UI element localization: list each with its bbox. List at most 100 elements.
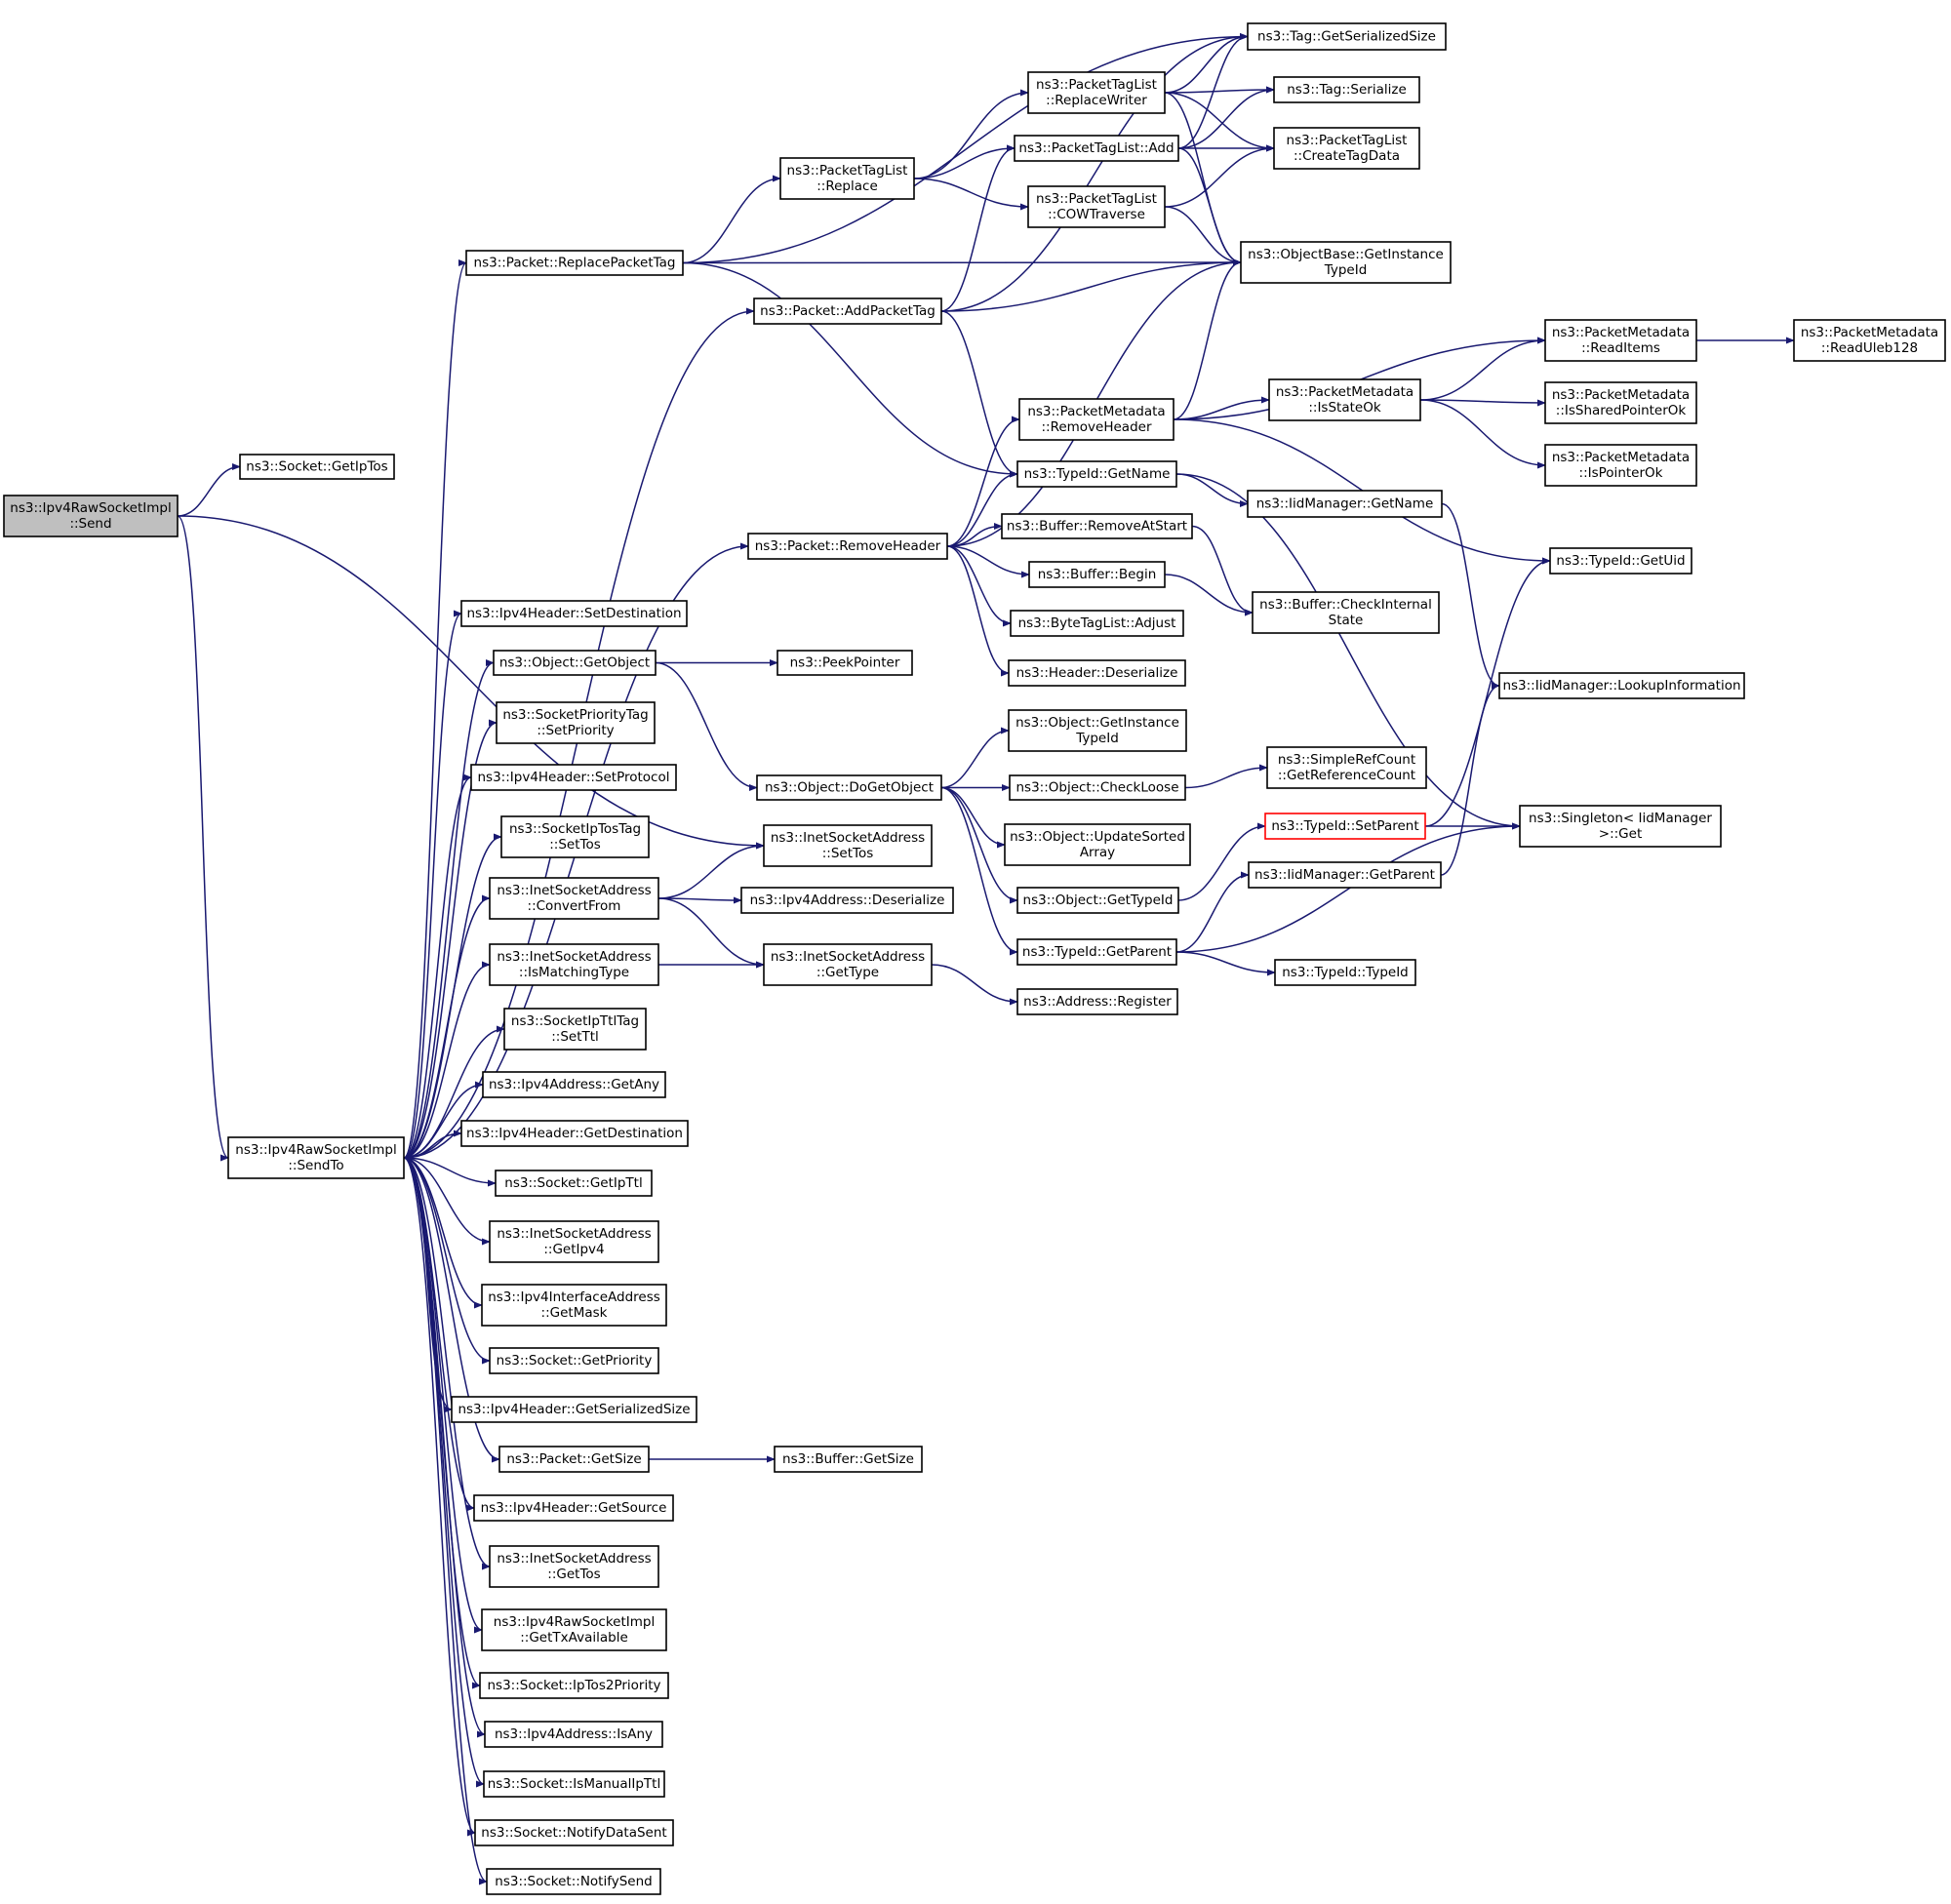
node-label: ns3::TypeId::SetParent [1271, 818, 1418, 834]
node-pm-isstateok[interactable]: ns3::PacketMetadata::IsStateOk [1268, 378, 1421, 421]
node-sock-ismanualipttl[interactable]: ns3::Socket::IsManualIpTtl [483, 1770, 665, 1798]
node-removeheader-pkt[interactable]: ns3::Packet::RemoveHeader [747, 533, 948, 560]
node-obj-dogetobject[interactable]: ns3::Object::DoGetObject [756, 774, 942, 801]
node-sendto[interactable]: ns3::Ipv4RawSocketImpl::SendTo [227, 1136, 405, 1179]
node-box [763, 943, 933, 986]
node-sockiptos-settos[interactable]: ns3::SocketIpTosTag::SetTos [500, 815, 650, 858]
node-singleton-get[interactable]: ns3::Singleton< IidManager>::Get [1519, 805, 1722, 848]
node-box [1027, 185, 1166, 228]
node-obj-gettypeid[interactable]: ns3::Object::GetTypeId [1016, 887, 1179, 914]
edge-ptl-add-to-tag-serialize [1177, 86, 1275, 149]
node-typeid-setparent[interactable]: ns3::TypeId::SetParent [1264, 813, 1426, 840]
node-pm-removeheader[interactable]: ns3::PacketMetadata::RemoveHeader [1018, 398, 1175, 441]
node-ipv4h-getsource[interactable]: ns3::Ipv4Header::GetSource [473, 1494, 674, 1522]
node-box [451, 1396, 697, 1423]
node-raw-gettxavail[interactable]: ns3::Ipv4RawSocketImpl::GetTxAvailable [481, 1608, 667, 1651]
node-sock-getipttl[interactable]: ns3::Socket::GetIpTtl [495, 1170, 653, 1197]
node-buf-removeatstart[interactable]: ns3::Buffer::RemoveAtStart [1001, 513, 1193, 539]
node-header-deserialize[interactable]: ns3::Header::Deserialize [1008, 659, 1186, 687]
node-inet-convertfrom[interactable]: ns3::InetSocketAddress::ConvertFrom [489, 877, 659, 920]
node-tag-serialize[interactable]: ns3::Tag::Serialize [1273, 76, 1420, 103]
edge-ptl-replacewriter-to-tag-getsersize [1164, 32, 1249, 94]
node-typeid-getuid[interactable]: ns3::TypeId::GetUid [1549, 547, 1692, 575]
node-box [1001, 513, 1193, 539]
node-obj-getobject[interactable]: ns3::Object::GetObject [493, 650, 657, 676]
node-ipv4a-deserialize[interactable]: ns3::Ipv4Address::Deserialize [740, 887, 954, 914]
node-buf-getsize[interactable]: ns3::Buffer::GetSize [774, 1446, 923, 1473]
node-getiptos[interactable]: ns3::Socket::GetIpTos [239, 454, 395, 480]
node-box [483, 1770, 665, 1798]
node-label: ::CreateTagData [1294, 148, 1400, 164]
node-obj-checkloose[interactable]: ns3::Object::CheckLoose [1009, 774, 1186, 801]
node-ipv4h-setproto[interactable]: ns3::Ipv4Header::SetProtocol [470, 764, 677, 791]
node-peekpointer[interactable]: ns3::PeekPointer [776, 650, 913, 676]
node-box [486, 1868, 661, 1895]
node-typeid-getname[interactable]: ns3::TypeId::GetName [1016, 460, 1177, 488]
node-sock-getprio[interactable]: ns3::Socket::GetPriority [489, 1347, 659, 1374]
node-typeid-getparent[interactable]: ns3::TypeId::GetParent [1016, 938, 1177, 966]
node-box [498, 1446, 650, 1473]
node-label: ::ReplaceWriter [1046, 93, 1147, 108]
node-ipv4a-getany[interactable]: ns3::Ipv4Address::GetAny [482, 1071, 666, 1098]
node-label: ns3::PacketTagList [787, 163, 908, 178]
edge-typeid-getparent-to-iid-getparent [1175, 871, 1250, 953]
node-ipv4h-getdest[interactable]: ns3::Ipv4Header::GetDestination [460, 1120, 689, 1147]
edge-sendto-to-sock-getipttl [403, 1157, 497, 1187]
node-label: ns3::Object::GetObject [499, 655, 650, 671]
node-replacepackettag[interactable]: ns3::Packet::ReplacePacketTag [465, 250, 684, 276]
node-iid-getparent[interactable]: ns3::IidManager::GetParent [1248, 861, 1442, 889]
node-box [1028, 561, 1166, 588]
node-addpackettag[interactable]: ns3::Packet::AddPacketTag [753, 298, 942, 325]
node-tag-getsersize[interactable]: ns3::Tag::GetSerializedSize [1247, 22, 1447, 51]
node-sockprio-setprio[interactable]: ns3::SocketPriorityTag::SetPriority [496, 701, 656, 744]
node-inet-gettos[interactable]: ns3::InetSocketAddress::GetTos [489, 1545, 659, 1588]
edge-removeheader-pkt-to-buf-removeatstart [946, 522, 1003, 547]
node-label: ::IsPointerOk [1579, 465, 1663, 481]
node-box [1016, 938, 1177, 966]
node-label: ns3::TypeId::TypeId [1282, 965, 1409, 980]
node-ptl-replace[interactable]: ns3::PacketTagList::Replace [779, 157, 915, 200]
node-pm-readitems[interactable]: ns3::PacketMetadata::ReadItems [1544, 319, 1697, 362]
node-pm-issharedptrok[interactable]: ns3::PacketMetadata::IsSharedPointerOk [1544, 381, 1697, 424]
node-send[interactable]: ns3::Ipv4RawSocketImpl::Send [3, 495, 179, 537]
node-box [489, 1347, 659, 1374]
node-sock-notifysend[interactable]: ns3::Socket::NotifySend [486, 1868, 661, 1895]
node-ptl-cowtraverse[interactable]: ns3::PacketTagList::COWTraverse [1027, 185, 1166, 228]
node-inet-ismatching[interactable]: ns3::InetSocketAddress::IsMatchingType [489, 943, 659, 986]
node-iid-lookupinfo[interactable]: ns3::IidManager::LookupInformation [1498, 672, 1745, 699]
node-pm-isptrok[interactable]: ns3::PacketMetadata::IsPointerOk [1544, 444, 1697, 487]
node-inet-gettype[interactable]: ns3::InetSocketAddress::GetType [763, 943, 933, 986]
node-pkt-getsize[interactable]: ns3::Packet::GetSize [498, 1446, 650, 1473]
node-ptl-add[interactable]: ns3::PacketTagList::Add [1014, 135, 1179, 162]
edge-ptl-replacewriter-to-tag-serialize [1164, 86, 1275, 94]
node-sock-notifydatasent[interactable]: ns3::Socket::NotifyDataSent [474, 1819, 674, 1846]
node-ptl-createtagdata[interactable]: ns3::PacketTagList::CreateTagData [1273, 127, 1420, 170]
node-iid-getname[interactable]: ns3::IidManager::GetName [1247, 490, 1443, 518]
node-ptl-replacewriter[interactable]: ns3::PacketTagList::ReplaceWriter [1027, 71, 1166, 114]
node-addr-register[interactable]: ns3::Address::Register [1016, 988, 1178, 1015]
edge-sendto-to-ipv4h-getdest [403, 1130, 462, 1159]
node-ipv4h-getsersize[interactable]: ns3::Ipv4Header::GetSerializedSize [451, 1396, 697, 1423]
node-btl-adjust[interactable]: ns3::ByteTagList::Adjust [1010, 610, 1184, 637]
node-label: ::GetType [816, 965, 879, 980]
node-inet-getipv4[interactable]: ns3::InetSocketAddress::GetIpv4 [489, 1220, 659, 1263]
node-typeid-typeid[interactable]: ns3::TypeId::TypeId [1274, 959, 1416, 986]
node-box [1247, 22, 1447, 51]
node-ipv4h-setdest[interactable]: ns3::Ipv4Header::SetDestination [460, 600, 688, 627]
node-label: ns3::InetSocketAddress [771, 830, 925, 846]
node-pm-readuleb128[interactable]: ns3::PacketMetadata::ReadUleb128 [1793, 319, 1946, 362]
node-sockipttl-setttl[interactable]: ns3::SocketIpTtlTag::SetTtl [503, 1008, 647, 1051]
node-ipv4if-getmask[interactable]: ns3::Ipv4InterfaceAddress::GetMask [481, 1284, 667, 1327]
node-label: ::Replace [816, 178, 878, 194]
node-label: ::SetPriority [537, 723, 614, 738]
node-simplerefcount-getref[interactable]: ns3::SimpleRefCount::GetReferenceCount [1266, 746, 1427, 789]
node-ipv4a-isany[interactable]: ns3::Ipv4Address::IsAny [484, 1721, 663, 1748]
node-label: ns3::IidManager::GetParent [1254, 867, 1435, 883]
node-sock-iptos2prio[interactable]: ns3::Socket::IpTos2Priority [479, 1672, 669, 1699]
node-buf-begin[interactable]: ns3::Buffer::Begin [1028, 561, 1166, 588]
node-inet-settos[interactable]: ns3::InetSocketAddress::SetTos [763, 824, 933, 867]
